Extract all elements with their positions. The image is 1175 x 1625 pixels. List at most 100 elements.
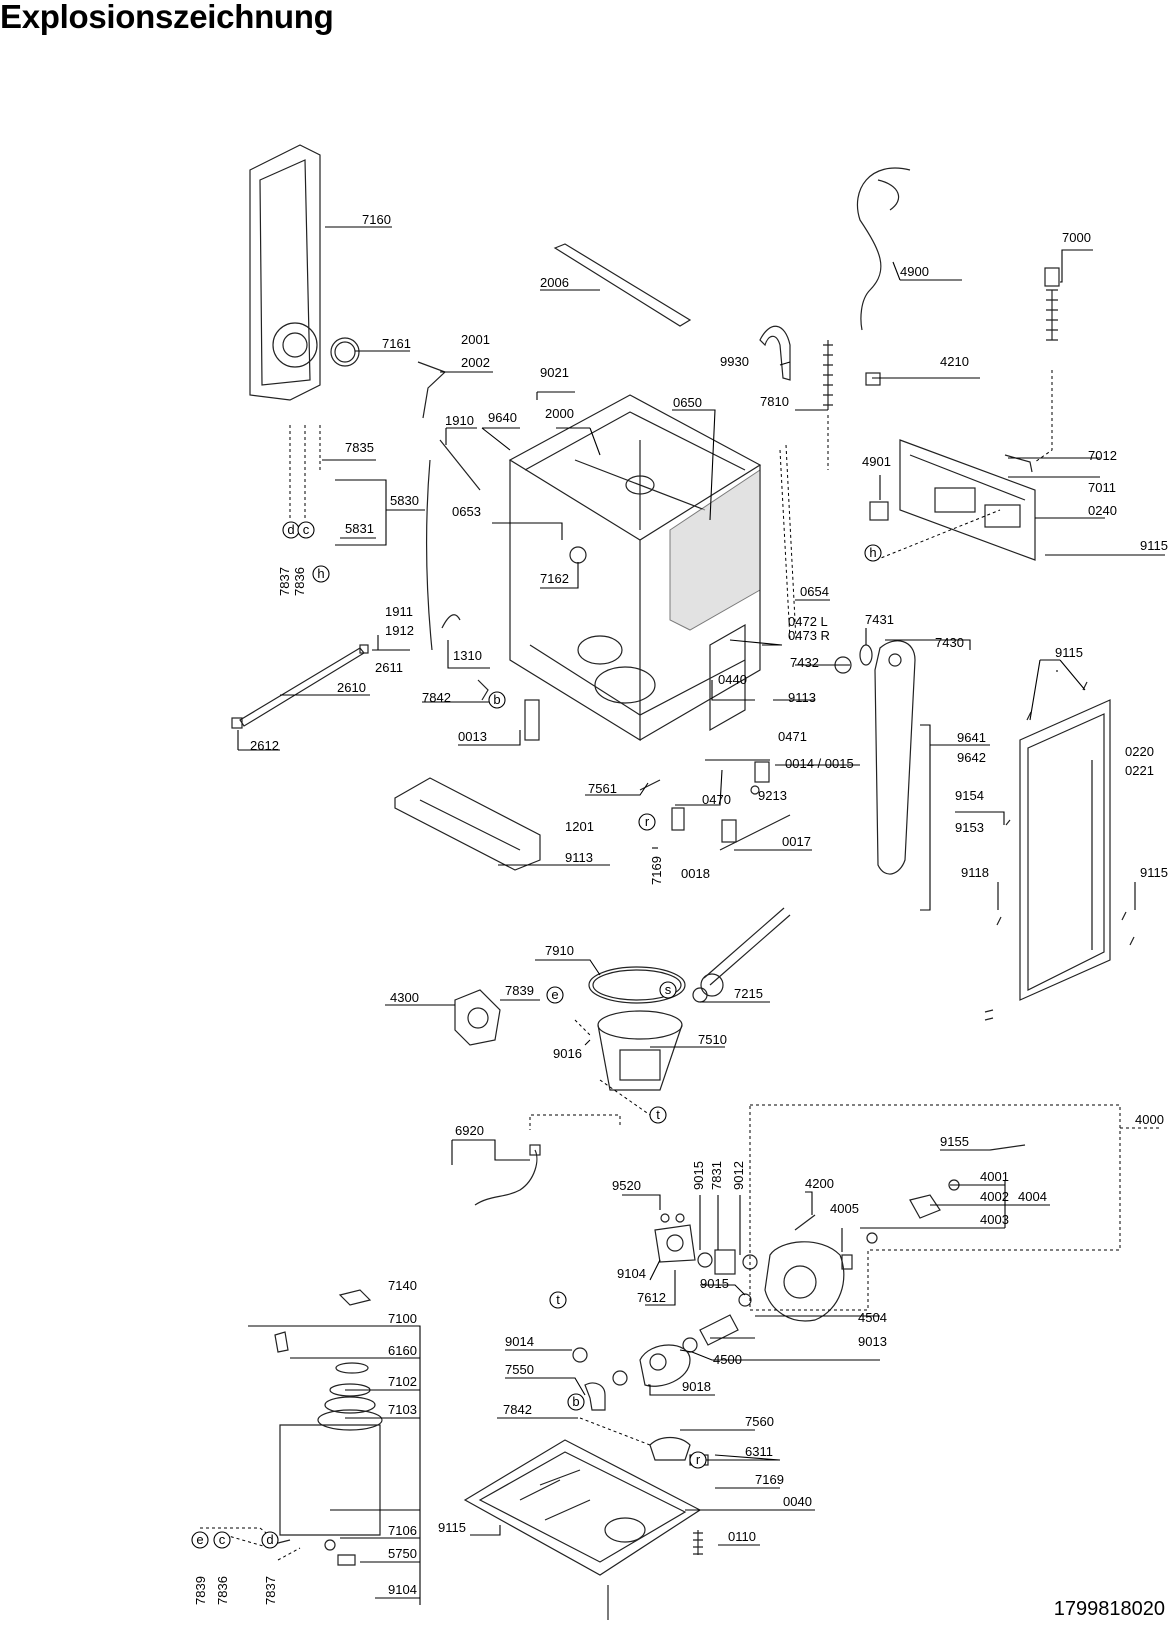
- callout-c: c: [219, 1532, 226, 1547]
- callout-circles: d c h b h r e s t t b r e c d: [191, 521, 882, 1549]
- label-7100: 7100: [388, 1311, 417, 1326]
- label-9104-b: 9104: [388, 1582, 417, 1597]
- label-7103: 7103: [388, 1402, 417, 1417]
- label-7160: 7160: [362, 212, 391, 227]
- label-9213: 9213: [758, 788, 787, 803]
- label-0654: 0654: [800, 584, 829, 599]
- callout-r: r: [696, 1452, 701, 1467]
- label-5830: 5830: [390, 493, 419, 508]
- label-2006: 2006: [540, 275, 569, 290]
- callout-h: h: [317, 566, 324, 581]
- callout-e: e: [551, 987, 558, 1002]
- callout-t: t: [556, 1292, 560, 1307]
- label-7510: 7510: [698, 1032, 727, 1047]
- label-4005: 4005: [830, 1201, 859, 1216]
- callout-d: d: [266, 1532, 273, 1547]
- document-number: 1799818020: [1053, 1598, 1165, 1620]
- label-0018: 0018: [681, 866, 710, 881]
- page-title: Explosionszeichnung: [0, 0, 334, 35]
- label-0221: 0221: [1125, 763, 1154, 778]
- part-number-labels: 7160 7161 2001 2002 2006 4900 7000 9021 …: [193, 212, 1168, 1605]
- label-4504: 4504: [858, 1310, 887, 1325]
- label-7560: 7560: [745, 1414, 774, 1429]
- label-1201: 1201: [565, 819, 594, 834]
- label-7169-b: 7169: [755, 1472, 784, 1487]
- label-6311: 6311: [745, 1444, 773, 1459]
- label-2611: 2611: [375, 660, 403, 675]
- callout-b: b: [572, 1394, 579, 1409]
- label-1911: 1911: [385, 604, 413, 619]
- label-7835: 7835: [345, 440, 374, 455]
- label-2002: 2002: [461, 355, 490, 370]
- label-7162: 7162: [540, 571, 569, 586]
- label-9015-b: 9015: [700, 1276, 729, 1291]
- label-0653: 0653: [452, 504, 481, 519]
- label-0471: 0471: [778, 729, 807, 744]
- label-7011: 7011: [1088, 480, 1116, 495]
- label-7161: 7161: [382, 336, 411, 351]
- label-9642: 9642: [957, 750, 986, 765]
- label-9930: 9930: [720, 354, 749, 369]
- callout-s: s: [665, 982, 672, 997]
- label-9014: 9014: [505, 1334, 534, 1349]
- label-7831: 7831: [709, 1161, 724, 1190]
- label-9012: 9012: [731, 1161, 746, 1190]
- label-4002: 4002: [980, 1189, 1009, 1204]
- callout-h: h: [869, 545, 876, 560]
- label-4200: 4200: [805, 1176, 834, 1191]
- label-7842-b: 7842: [503, 1402, 532, 1417]
- label-2001: 2001: [461, 332, 490, 347]
- label-9018: 9018: [682, 1379, 711, 1394]
- label-9104: 9104: [617, 1266, 646, 1281]
- label-7837: 7837: [277, 567, 292, 596]
- label-0220: 0220: [1125, 744, 1154, 759]
- label-0472-l: 0472 L: [788, 614, 828, 629]
- leader-lines: [237, 226, 1165, 1605]
- label-7910: 7910: [545, 943, 574, 958]
- label-7842: 7842: [422, 690, 451, 705]
- label-2000: 2000: [545, 406, 574, 421]
- label-6160: 6160: [388, 1343, 417, 1358]
- label-4500: 4500: [713, 1352, 742, 1367]
- label-7012: 7012: [1088, 448, 1117, 463]
- label-0014-0015: 0014 / 0015: [785, 756, 854, 771]
- label-9154: 9154: [955, 788, 984, 803]
- label-9115-door-2: 9115: [1140, 865, 1168, 880]
- label-4300: 4300: [390, 990, 419, 1005]
- label-7836: 7836: [292, 567, 307, 596]
- label-7215: 7215: [734, 986, 763, 1001]
- label-9113: 9113: [788, 690, 816, 705]
- callout-b: b: [493, 692, 500, 707]
- label-9115-base: 9115: [438, 1520, 466, 1535]
- label-9520: 9520: [612, 1178, 641, 1193]
- callout-c: c: [303, 522, 310, 537]
- label-0110: 0110: [728, 1529, 756, 1544]
- label-9641: 9641: [957, 730, 986, 745]
- callout-d: d: [287, 522, 294, 537]
- label-9021: 9021: [540, 365, 569, 380]
- label-7550: 7550: [505, 1362, 534, 1377]
- label-9155: 9155: [940, 1134, 969, 1149]
- label-1912: 1912: [385, 623, 414, 638]
- label-9113-rail: 9113: [565, 850, 593, 865]
- label-1310: 1310: [453, 648, 482, 663]
- label-7431: 7431: [865, 612, 894, 627]
- label-9013: 9013: [858, 1334, 887, 1349]
- label-7839: 7839: [505, 983, 534, 998]
- label-6920: 6920: [455, 1123, 484, 1138]
- label-4901: 4901: [862, 454, 891, 469]
- label-4001: 4001: [980, 1169, 1009, 1184]
- label-7000: 7000: [1062, 230, 1091, 245]
- label-2612: 2612: [250, 738, 279, 753]
- label-4900: 4900: [900, 264, 929, 279]
- label-7839-b: 7839: [193, 1576, 208, 1605]
- label-9016: 9016: [553, 1046, 582, 1061]
- label-9115-door: 9115: [1055, 645, 1083, 660]
- label-7169: 7169: [649, 856, 664, 885]
- label-4003: 4003: [980, 1212, 1009, 1227]
- label-9640: 9640: [488, 410, 517, 425]
- label-4000: 4000: [1135, 1112, 1164, 1127]
- callout-r: r: [645, 814, 650, 829]
- label-7140: 7140: [388, 1278, 417, 1293]
